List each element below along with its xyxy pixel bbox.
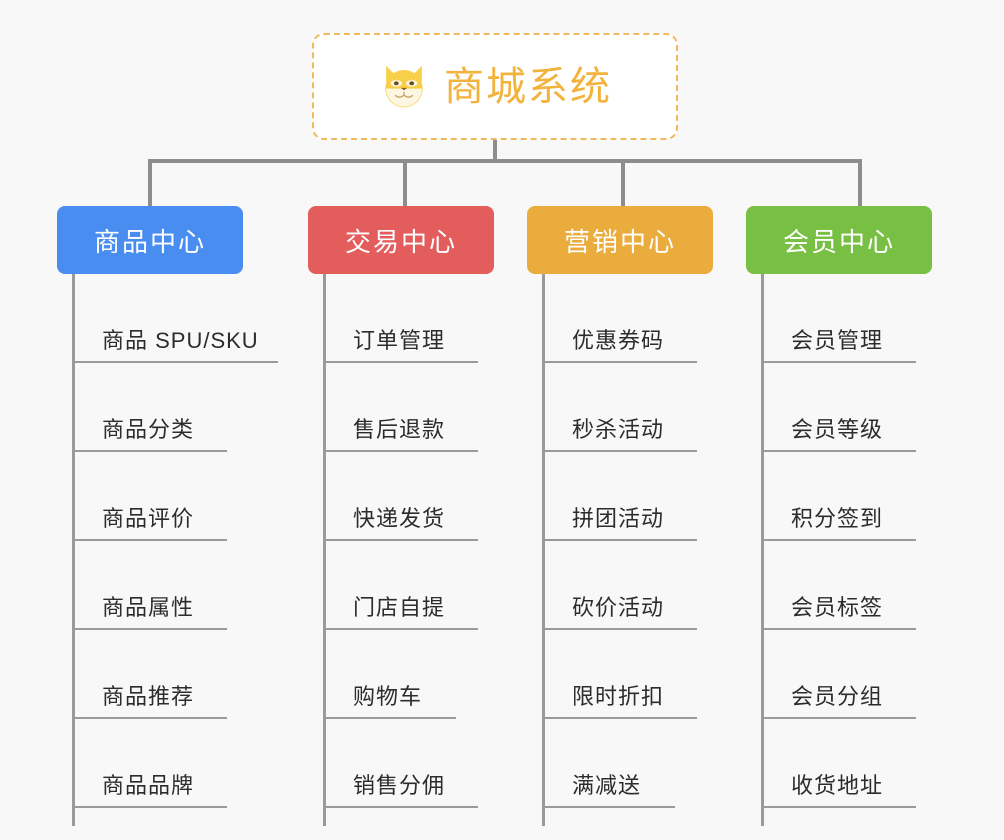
leaf-label: 优惠券码 xyxy=(572,328,665,353)
leaf-label: 商品属性 xyxy=(102,595,195,620)
leaf-rule xyxy=(323,806,478,808)
leaf-rule xyxy=(761,717,916,719)
category-box-3[interactable]: 会员中心 xyxy=(746,206,932,274)
leaf-rule xyxy=(542,539,697,541)
leaf-label: 限时折扣 xyxy=(572,684,665,709)
connector-root-stem xyxy=(493,140,497,163)
leaf-label: 销售分佣 xyxy=(353,773,446,798)
shiba-dog-icon xyxy=(378,61,430,113)
leaf-rule xyxy=(72,628,227,630)
leaf-rule xyxy=(323,361,478,363)
leaf-rule xyxy=(72,717,227,719)
leaf-label: 商品评价 xyxy=(102,506,195,531)
leaf-label: 购物车 xyxy=(353,684,423,709)
category-label: 营销中心 xyxy=(563,226,676,257)
leaf-label: 砍价活动 xyxy=(572,595,665,620)
leaf-label: 快递发货 xyxy=(353,506,446,531)
branch-spine xyxy=(323,274,326,826)
leaf-label: 收货地址 xyxy=(791,773,884,798)
category-box-1[interactable]: 交易中心 xyxy=(308,206,494,274)
leaf-label: 拼团活动 xyxy=(572,506,665,531)
leaf-label: 满减送 xyxy=(572,773,642,798)
leaf-label: 订单管理 xyxy=(353,328,446,353)
leaf-label: 秒杀活动 xyxy=(572,417,665,442)
leaf-rule xyxy=(542,717,697,719)
leaf-rule xyxy=(761,806,916,808)
leaf-label: 会员等级 xyxy=(791,417,884,442)
leaf-rule xyxy=(761,361,916,363)
connector-bus xyxy=(148,159,862,163)
leaf-rule xyxy=(542,628,697,630)
leaf-rule xyxy=(542,361,697,363)
leaf-rule xyxy=(323,450,478,452)
category-box-2[interactable]: 营销中心 xyxy=(527,206,713,274)
leaf-label: 商品品牌 xyxy=(102,773,195,798)
leaf-label: 商品 SPU/SKU xyxy=(102,328,259,353)
leaf-label: 商品推荐 xyxy=(102,684,195,709)
leaf-label: 门店自提 xyxy=(353,595,446,620)
leaf-rule xyxy=(323,628,478,630)
leaf-label: 会员管理 xyxy=(791,328,884,353)
leaf-rule xyxy=(72,539,227,541)
leaf-label: 积分签到 xyxy=(791,506,884,531)
connector-drop-1 xyxy=(148,159,152,206)
leaf-rule xyxy=(761,450,916,452)
leaf-label: 商品分类 xyxy=(102,417,195,442)
connector-drop-2 xyxy=(403,159,407,206)
leaf-rule xyxy=(72,806,227,808)
leaf-rule xyxy=(761,539,916,541)
leaf-label: 会员标签 xyxy=(791,595,884,620)
category-label: 商品中心 xyxy=(93,226,206,257)
branch-spine xyxy=(72,274,75,826)
branch-spine xyxy=(761,274,764,826)
leaf-label: 售后退款 xyxy=(353,417,446,442)
category-box-0[interactable]: 商品中心 xyxy=(57,206,243,274)
leaf-rule xyxy=(323,539,478,541)
leaf-rule xyxy=(542,806,675,808)
root-title: 商城系统 xyxy=(444,64,612,109)
leaf-label: 会员分组 xyxy=(791,684,884,709)
leaf-rule xyxy=(542,450,697,452)
category-label: 交易中心 xyxy=(344,226,457,257)
leaf-rule xyxy=(761,628,916,630)
leaf-rule xyxy=(323,717,456,719)
leaf-rule xyxy=(72,361,278,363)
branch-spine xyxy=(542,274,545,826)
connector-drop-4 xyxy=(858,159,862,206)
connector-drop-3 xyxy=(621,159,625,206)
root-node[interactable]: 商城系统 xyxy=(312,33,678,140)
category-label: 会员中心 xyxy=(782,226,895,257)
leaf-rule xyxy=(72,450,227,452)
